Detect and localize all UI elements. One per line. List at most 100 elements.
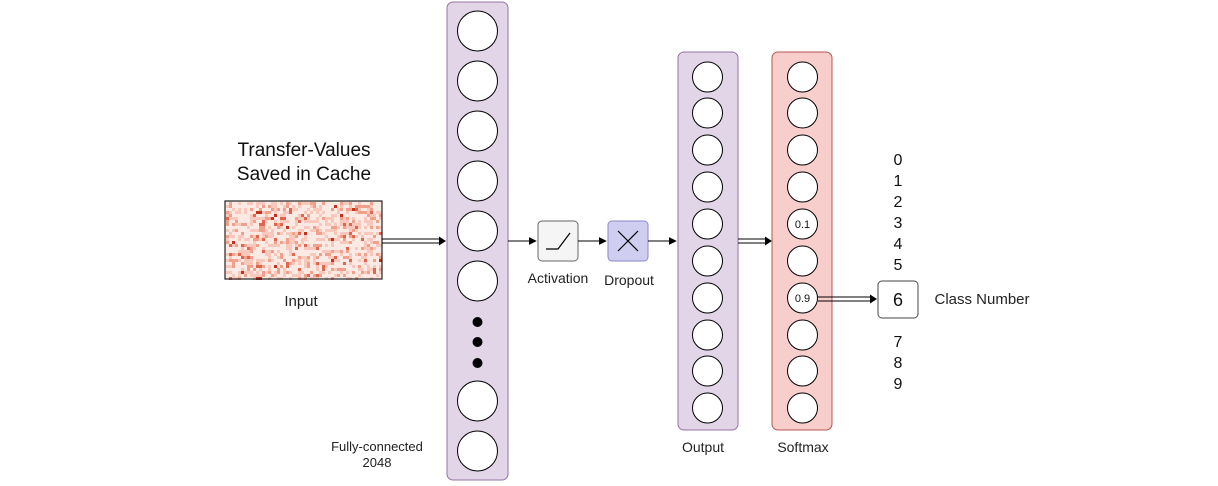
heatmap-cell — [274, 241, 277, 244]
heatmap-cell — [286, 226, 289, 229]
heatmap-cell — [301, 214, 304, 217]
heatmap-cell — [283, 271, 286, 274]
relu-icon — [546, 232, 571, 250]
heatmap-cell — [259, 238, 262, 241]
heatmap-cell — [241, 262, 244, 265]
heatmap-cell — [322, 238, 325, 241]
dropout-label: Dropout — [604, 272, 654, 288]
heatmap-cell — [313, 253, 316, 256]
heatmap-cell — [307, 226, 310, 229]
heatmap-cell — [292, 235, 295, 238]
heatmap-cell — [322, 202, 325, 205]
heatmap-cell — [262, 226, 265, 229]
heatmap-cell — [259, 208, 262, 211]
fc-neuron — [457, 60, 498, 102]
heatmap-cell — [319, 214, 322, 217]
heatmap-cell — [340, 214, 343, 217]
heatmap-cell — [295, 244, 298, 247]
softmax-neuron — [787, 97, 818, 129]
heatmap-cell — [319, 253, 322, 256]
heatmap-cell — [226, 253, 229, 256]
heatmap-cell — [298, 268, 301, 271]
heatmap-cell — [298, 232, 301, 235]
heatmap-cell — [349, 229, 352, 232]
heatmap-cell — [346, 241, 349, 244]
heatmap-cell — [226, 223, 229, 226]
heatmap-cell — [298, 259, 301, 262]
heatmap-cell — [298, 274, 301, 277]
heatmap-cell — [307, 259, 310, 262]
heatmap-cell — [262, 220, 265, 223]
heatmap-cell — [346, 247, 349, 250]
heatmap-cell — [343, 274, 346, 277]
heatmap-cell — [346, 250, 349, 253]
heatmap-cell — [364, 226, 367, 229]
heatmap-cell — [358, 211, 361, 214]
heatmap-cell — [256, 238, 259, 241]
heatmap-cell — [367, 205, 370, 208]
heatmap-cell — [343, 223, 346, 226]
heatmap-cell — [259, 226, 262, 229]
heatmap-cell — [337, 235, 340, 238]
heatmap-cell — [244, 259, 247, 262]
fc-neuron — [457, 160, 498, 202]
heatmap-cell — [274, 274, 277, 277]
heatmap-cell — [271, 274, 274, 277]
heatmap-cell — [301, 217, 304, 220]
heatmap-cell — [256, 262, 259, 265]
softmax-layer: 0.10.9 — [771, 51, 833, 431]
selected-class-value: 6 — [893, 290, 903, 310]
heatmap-cell — [286, 202, 289, 205]
heatmap-cell — [325, 250, 328, 253]
heatmap-cells — [226, 202, 382, 280]
heatmap-cell — [259, 223, 262, 226]
heatmap-cell — [226, 211, 229, 214]
heatmap-cell — [319, 262, 322, 265]
heatmap-cell — [265, 220, 268, 223]
heatmap-cell — [361, 211, 364, 214]
heatmap-cell — [295, 220, 298, 223]
heatmap-cell — [334, 238, 337, 241]
heatmap-cell — [364, 217, 367, 220]
heatmap-cell — [235, 253, 238, 256]
heatmap-cell — [355, 253, 358, 256]
heatmap-cell — [334, 274, 337, 277]
heatmap-cell — [364, 256, 367, 259]
heatmap-cell — [280, 220, 283, 223]
heatmap-cell — [313, 229, 316, 232]
heatmap-cell — [289, 232, 292, 235]
heatmap-cell — [244, 253, 247, 256]
heatmap-cell — [325, 244, 328, 247]
heatmap-cell — [313, 247, 316, 250]
heatmap-cell — [286, 205, 289, 208]
heatmap-cell — [349, 208, 352, 211]
heatmap-cell — [355, 208, 358, 211]
output-layer — [677, 51, 739, 431]
heatmap-cell — [307, 247, 310, 250]
heatmap-cell — [355, 211, 358, 214]
heatmap-cell — [352, 265, 355, 268]
heatmap-cell — [250, 271, 253, 274]
heatmap-cell — [337, 274, 340, 277]
fc-neuron — [457, 430, 498, 472]
heatmap-cell — [268, 256, 271, 259]
heatmap-cell — [328, 271, 331, 274]
heatmap-cell — [340, 220, 343, 223]
heatmap-cell — [259, 274, 262, 277]
heatmap-cell — [328, 238, 331, 241]
heatmap-cell — [226, 271, 229, 274]
heatmap-cell — [379, 226, 382, 229]
heatmap-cell — [235, 244, 238, 247]
heatmap-cell — [304, 232, 307, 235]
heatmap-cell — [283, 259, 286, 262]
heatmap-cell — [340, 202, 343, 205]
heatmap-cell — [289, 202, 292, 205]
heatmap-cell — [268, 265, 271, 268]
heatmap-cell — [322, 232, 325, 235]
heatmap-cell — [379, 265, 382, 268]
heatmap-cell — [373, 217, 376, 220]
heatmap-cell — [262, 202, 265, 205]
heatmap-cell — [256, 274, 259, 277]
heatmap-cell — [259, 268, 262, 271]
heatmap-cell — [316, 229, 319, 232]
